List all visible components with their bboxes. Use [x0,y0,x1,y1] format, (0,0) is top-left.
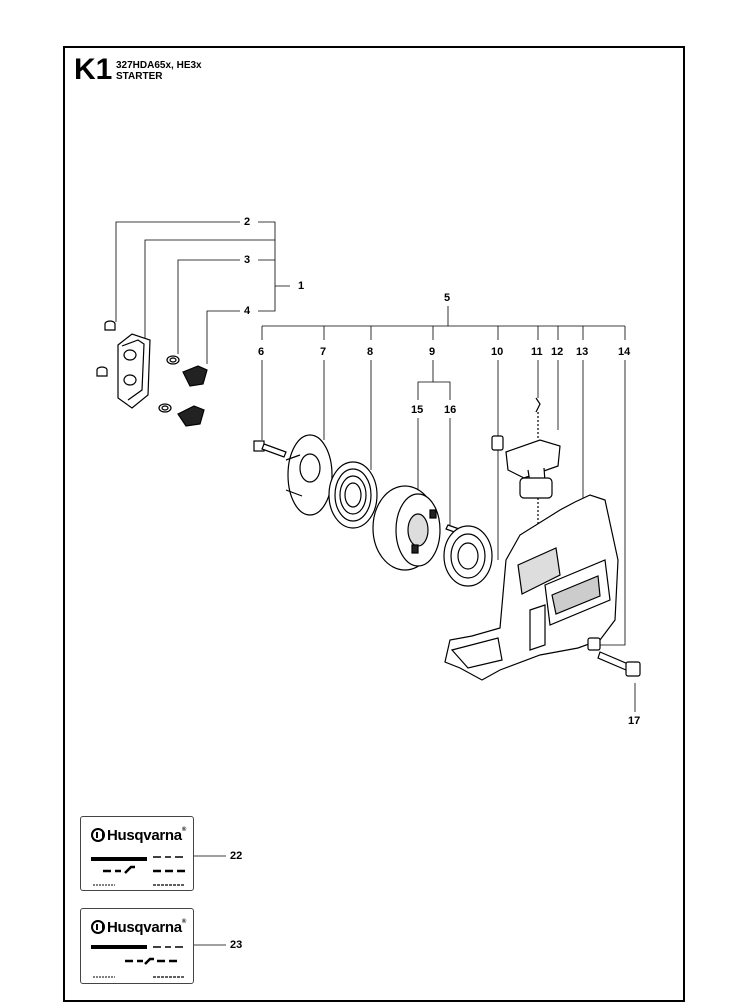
pawl-spring-top [166,355,180,365]
leader-lines [115,221,636,946]
callout-22: 22 [230,850,243,862]
pawl-spring-bottom [158,403,172,413]
decal-22: Husqvarna® [80,816,194,891]
starter-housing [444,494,619,681]
pawl-top [182,365,208,387]
pawl-bottom [177,405,205,427]
callout-3: 3 [244,254,251,266]
callout-10: 10 [491,346,504,358]
callout-11: 11 [531,346,543,358]
decal-22-brand: Husqvarna® [91,827,186,844]
decal-23: Husqvarna® [80,908,194,984]
husqvarna-crest-icon [91,920,105,934]
spring-cassette [443,525,493,587]
callout-16: 16 [444,404,457,416]
center-screw [253,440,287,458]
decal-23-graphic [91,945,185,978]
callout-4: 4 [244,305,251,317]
housing-screw [597,651,641,677]
pawl-bracket [117,333,151,409]
section-code: K1 [74,53,113,86]
model-name: 327HDA65x, HE3x [116,60,202,71]
callout-6: 6 [258,346,265,358]
section-title: STARTER [116,71,163,82]
housing-bushing [587,637,601,651]
callout-1: 1 [298,280,305,292]
callout-12: 12 [551,346,564,358]
callout-9: 9 [429,346,436,358]
callout-7: 7 [320,346,327,358]
callout-14: 14 [618,346,631,358]
diagram-frame [63,46,685,1002]
rope-pulley [372,485,441,571]
decal-23-brand: Husqvarna® [91,919,186,936]
parts [96,320,641,681]
starter-handle [505,397,561,555]
callout-2: 2 [244,216,251,228]
husqvarna-crest-icon [91,828,105,842]
callout-8: 8 [367,346,374,358]
pawl-screw-bottom [96,366,108,377]
callout-15: 15 [411,404,424,416]
recoil-spring [328,461,378,529]
decal-22-graphic [91,856,185,886]
rope-guide-bushing [491,435,504,451]
callout-17: 17 [628,715,641,727]
callout-13: 13 [576,346,589,358]
pulley-hub [285,434,333,516]
callout-5: 5 [444,292,451,304]
pawl-screw-top [104,320,116,331]
callout-23: 23 [230,939,243,951]
